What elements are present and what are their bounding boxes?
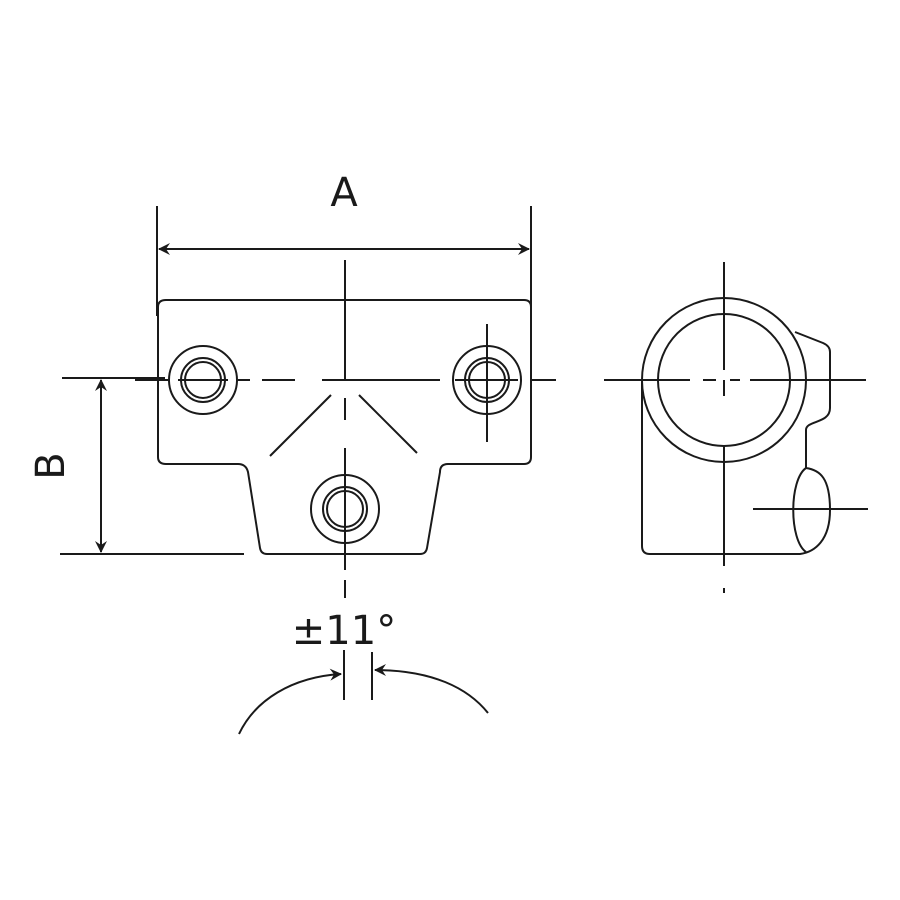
front-view	[60, 206, 556, 735]
dimension-b-label: B	[28, 452, 74, 479]
rib-line-right	[358, 394, 418, 454]
angle-tolerance-label: ±11°	[292, 608, 396, 654]
side-view	[604, 262, 868, 593]
dimension-a-label: A	[330, 170, 358, 216]
angle-arc-left	[238, 668, 342, 735]
rib-line-left	[269, 394, 332, 457]
front-view-body-outline	[157, 299, 532, 555]
angle-arc-right	[374, 664, 489, 714]
dimension-a	[156, 206, 532, 316]
side-view-body-outline	[641, 331, 831, 555]
dimension-b	[60, 377, 244, 555]
angle-tolerance-indicator	[238, 650, 489, 735]
